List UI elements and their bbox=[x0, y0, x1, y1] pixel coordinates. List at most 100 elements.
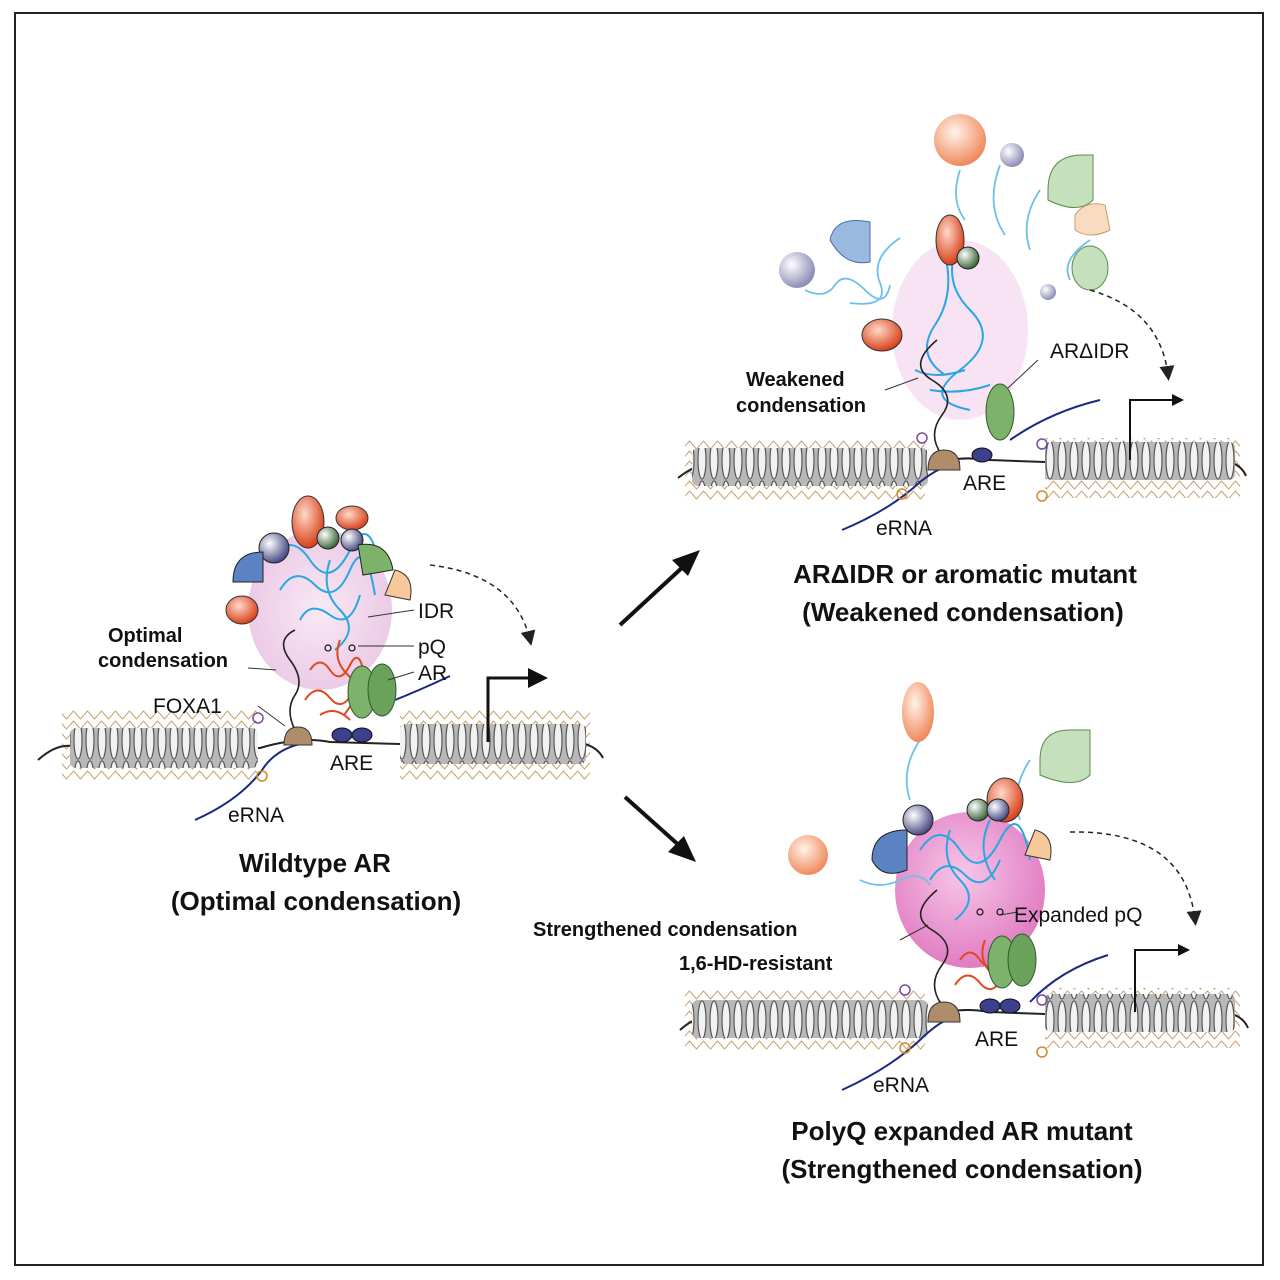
idr-tangle bbox=[269, 533, 381, 651]
tss-arrow bbox=[1134, 949, 1178, 1012]
idr-label: IDR bbox=[418, 600, 454, 623]
coactivator-sphere-salmon bbox=[934, 114, 986, 166]
coactivator-sphere-navy bbox=[986, 798, 1010, 822]
coactivator-shell bbox=[1074, 203, 1111, 236]
tss-arrow bbox=[1129, 399, 1172, 460]
coactivator-shell bbox=[1024, 829, 1052, 861]
are-element bbox=[331, 727, 353, 743]
coactivator-shell bbox=[384, 569, 412, 601]
pq-tangle bbox=[304, 639, 376, 721]
erna-strand-right bbox=[1009, 399, 1101, 441]
foxa1-protein bbox=[927, 1001, 961, 1023]
erna-label: eRNA bbox=[873, 1074, 929, 1097]
optimal-label-2: condensation bbox=[98, 650, 228, 672]
idr-tangle bbox=[914, 239, 991, 411]
weakened-caption-1: ARΔIDR or aromatic mutant bbox=[793, 559, 1137, 589]
wildtype-panel: Optimal condensation IDR pQ AR FOXA1 ARE… bbox=[37, 495, 604, 916]
figure-frame bbox=[14, 12, 1264, 1266]
coactivator-oval-red bbox=[935, 214, 965, 266]
coactivator-sphere-navy bbox=[258, 532, 290, 564]
nucleosome-array-left bbox=[692, 448, 928, 486]
coactivator-sphere-green bbox=[956, 246, 980, 270]
wildtype-caption-2: (Optimal condensation) bbox=[171, 886, 461, 916]
modification-circle bbox=[256, 770, 268, 782]
foxa1-tail bbox=[919, 889, 949, 1006]
ar-label: AR bbox=[418, 662, 447, 685]
foxa1-protein bbox=[283, 726, 313, 746]
coactivator-sphere-navy bbox=[902, 804, 934, 836]
tss-arrow bbox=[486, 676, 528, 742]
nucleosome-array-right bbox=[1045, 442, 1235, 480]
are-element bbox=[351, 727, 373, 743]
coactivator-sphere-navy bbox=[340, 528, 364, 552]
foxa1-tail bbox=[919, 339, 949, 456]
strengthened-caption-1: PolyQ expanded AR mutant bbox=[791, 1116, 1133, 1146]
wildtype-caption-1: Wildtype AR bbox=[239, 848, 391, 878]
strengthened-caption-2: (Strengthened condensation) bbox=[781, 1154, 1142, 1184]
are-element bbox=[979, 998, 1001, 1014]
dashed-loop-arrow bbox=[429, 564, 536, 646]
pq-label: pQ bbox=[418, 636, 446, 659]
modification-circle bbox=[252, 712, 264, 724]
coactivator-sphere-lavender bbox=[779, 252, 815, 288]
leader-line-idr bbox=[367, 609, 415, 618]
idr-tangle bbox=[919, 819, 1031, 921]
coactivator-sphere-green bbox=[316, 526, 340, 550]
weakened-panel: Weakened condensation ARΔIDR ARE eRNA AR… bbox=[677, 114, 1247, 627]
ardidr-protein bbox=[985, 383, 1015, 441]
weakened-caption-2: (Weakened condensation) bbox=[802, 597, 1124, 627]
coactivator-oval-red bbox=[335, 505, 369, 531]
are-label: ARE bbox=[963, 472, 1006, 495]
coactivator-comb-green bbox=[1047, 154, 1094, 208]
coactivator-oval-salmon bbox=[902, 682, 934, 742]
dashed-loop-arrow bbox=[1089, 289, 1175, 381]
foxa1-label: FOXA1 bbox=[153, 695, 222, 718]
leader-line-ar bbox=[387, 671, 415, 681]
coactivator-oval-red bbox=[225, 595, 259, 625]
leader-line-foxa1 bbox=[257, 705, 286, 727]
nucleosome-array-left bbox=[692, 1000, 928, 1038]
arrow-to-weakened bbox=[618, 563, 687, 627]
coactivator-comb-green bbox=[357, 543, 394, 576]
erna-strand-right bbox=[1029, 954, 1109, 1003]
are-label: ARE bbox=[975, 1028, 1018, 1051]
erna-strand bbox=[194, 743, 301, 821]
ar-monomer bbox=[1007, 933, 1037, 987]
are-label: ARE bbox=[330, 752, 373, 775]
arrow-to-strengthened bbox=[623, 795, 684, 850]
erna-label: eRNA bbox=[876, 517, 932, 540]
foxa1-protein bbox=[927, 449, 961, 471]
leader-line-optimal bbox=[247, 667, 277, 671]
weakened-label-1: Weakened bbox=[746, 369, 845, 391]
dashed-loop-arrow bbox=[1069, 831, 1202, 926]
strengthened-panel: Strengthened condensation 1,6-HD-resista… bbox=[533, 682, 1249, 1184]
coactivator-comb-blue bbox=[232, 551, 264, 583]
are-element bbox=[971, 447, 993, 463]
strengthened-label-2: 1,6-HD-resistant bbox=[679, 953, 833, 975]
strengthened-label-1: Strengthened condensation bbox=[533, 919, 797, 941]
coactivator-comb-blue bbox=[829, 220, 871, 264]
coactivator-sphere-lavender bbox=[1000, 143, 1024, 167]
coactivator-sphere-salmon bbox=[788, 835, 828, 875]
coactivator-comb-green bbox=[1039, 729, 1091, 783]
nucleosome-array-right bbox=[400, 724, 586, 764]
optimal-label-1: Optimal bbox=[108, 625, 182, 647]
ar-monomer bbox=[367, 663, 397, 717]
weakened-label-2: condensation bbox=[736, 395, 866, 417]
coactivator-oval-green bbox=[1071, 245, 1109, 291]
coactivator-comb-blue bbox=[871, 829, 908, 874]
transition-arrows bbox=[618, 550, 700, 862]
nucleosome-array-left bbox=[70, 728, 258, 768]
are-element bbox=[999, 998, 1021, 1014]
coactivator-oval-red bbox=[291, 495, 325, 549]
coactivator-sphere-green bbox=[966, 798, 990, 822]
expanded-pq-label: Expanded pQ bbox=[1014, 904, 1142, 927]
condensate-droplet bbox=[895, 812, 1045, 968]
nucleosome-array-right bbox=[1045, 994, 1235, 1032]
coactivator-oval-red bbox=[861, 318, 903, 352]
erna-label: eRNA bbox=[228, 804, 284, 827]
foxa1-tail bbox=[282, 629, 300, 731]
ardidr-label: ARΔIDR bbox=[1050, 340, 1129, 363]
erna-strand-right bbox=[394, 675, 451, 701]
